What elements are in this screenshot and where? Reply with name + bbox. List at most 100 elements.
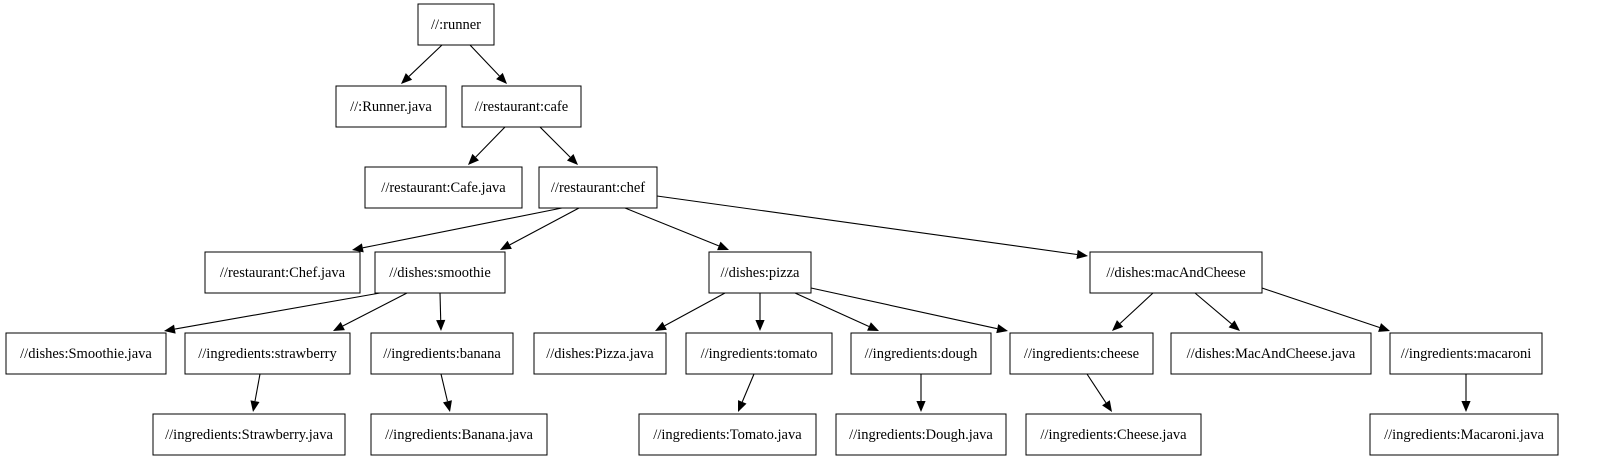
graph-node-cheese_java[interactable]: //ingredients:Cheese.java bbox=[1025, 413, 1202, 456]
node-rect[interactable] bbox=[152, 413, 346, 456]
edge-arrowhead bbox=[755, 320, 765, 331]
graph-node-banana[interactable]: //ingredients:banana bbox=[370, 332, 514, 375]
node-label: //ingredients:strawberry bbox=[198, 346, 337, 362]
edge-pizza-to-dough bbox=[794, 292, 879, 331]
node-label: //ingredients:banana bbox=[383, 346, 501, 362]
edge-arrowhead bbox=[1228, 320, 1240, 331]
node-rect[interactable] bbox=[538, 166, 658, 209]
node-rect[interactable] bbox=[374, 251, 506, 294]
node-rect[interactable] bbox=[685, 332, 833, 375]
node-rect[interactable] bbox=[417, 3, 495, 46]
graph-node-cafe_java[interactable]: //restaurant:Cafe.java bbox=[364, 166, 523, 209]
node-rect[interactable] bbox=[1170, 332, 1372, 375]
edge-macandcheese-to-macandcheese_java bbox=[1194, 292, 1240, 331]
node-rect[interactable] bbox=[708, 251, 812, 294]
node-label: //ingredients:dough bbox=[865, 346, 979, 362]
graph-node-macaroni[interactable]: //ingredients:macaroni bbox=[1389, 332, 1543, 375]
graph-node-dough_java[interactable]: //ingredients:Dough.java bbox=[835, 413, 1007, 456]
node-label: //dishes:macAndCheese bbox=[1106, 265, 1245, 281]
edge-line bbox=[1194, 292, 1232, 325]
edge-arrowhead bbox=[867, 322, 879, 331]
node-rect[interactable] bbox=[370, 332, 514, 375]
graph-node-chef_java[interactable]: //restaurant:Chef.java bbox=[204, 251, 361, 294]
edge-arrowhead bbox=[996, 324, 1008, 334]
graph-node-macandcheese[interactable]: //dishes:macAndCheese bbox=[1089, 251, 1263, 294]
graph-node-macaroni_java[interactable]: //ingredients:Macaroni.java bbox=[1369, 413, 1559, 456]
edge-line bbox=[1261, 287, 1380, 329]
graph-node-strawberry_java[interactable]: //ingredients:Strawberry.java bbox=[152, 413, 346, 456]
node-label: //ingredients:tomato bbox=[701, 346, 818, 362]
edge-line bbox=[539, 126, 571, 158]
graph-node-smoothie_java[interactable]: //dishes:Smoothie.java bbox=[5, 332, 167, 375]
edge-arrowhead bbox=[916, 401, 926, 412]
edge-arrowhead bbox=[1461, 401, 1471, 412]
node-label: //ingredients:Banana.java bbox=[385, 427, 533, 443]
node-rect[interactable] bbox=[1009, 332, 1154, 375]
graph-node-tomato_java[interactable]: //ingredients:Tomato.java bbox=[638, 413, 817, 456]
edge-chef-to-pizza bbox=[624, 207, 729, 251]
graph-node-dough[interactable]: //ingredients:dough bbox=[850, 332, 992, 375]
edges-layer bbox=[164, 44, 1471, 412]
edge-line bbox=[741, 373, 755, 403]
graph-node-cafe[interactable]: //restaurant:cafe bbox=[461, 85, 582, 128]
node-rect[interactable] bbox=[204, 251, 361, 294]
edge-cafe-to-cafe_java bbox=[468, 126, 506, 165]
edge-arrowhead bbox=[496, 72, 507, 84]
edge-line bbox=[439, 292, 442, 321]
node-rect[interactable] bbox=[335, 85, 447, 128]
node-rect[interactable] bbox=[1389, 332, 1543, 375]
node-rect[interactable] bbox=[1369, 413, 1559, 456]
node-rect[interactable] bbox=[364, 166, 523, 209]
edge-line bbox=[469, 44, 500, 77]
node-label: //ingredients:cheese bbox=[1024, 346, 1139, 362]
node-label: //dishes:smoothie bbox=[389, 265, 491, 281]
edge-line bbox=[174, 292, 381, 330]
node-rect[interactable] bbox=[1089, 251, 1263, 294]
edge-line bbox=[794, 292, 870, 327]
graph-node-cheese[interactable]: //ingredients:cheese bbox=[1009, 332, 1154, 375]
edge-smoothie-to-smoothie_java bbox=[164, 292, 381, 334]
node-label: //restaurant:cafe bbox=[475, 99, 568, 115]
graph-node-pizza_java[interactable]: //dishes:Pizza.java bbox=[533, 332, 667, 375]
node-rect[interactable] bbox=[850, 332, 992, 375]
edge-strawberry-to-strawberry_java bbox=[250, 373, 261, 412]
graph-node-chef[interactable]: //restaurant:chef bbox=[538, 166, 658, 209]
graph-node-pizza[interactable]: //dishes:pizza bbox=[708, 251, 812, 294]
edge-arrowhead bbox=[468, 153, 479, 165]
node-rect[interactable] bbox=[5, 332, 167, 375]
edge-cheese-to-cheese_java bbox=[1086, 373, 1112, 412]
node-rect[interactable] bbox=[1025, 413, 1202, 456]
edge-line bbox=[1119, 292, 1154, 324]
graph-node-banana_java[interactable]: //ingredients:Banana.java bbox=[370, 413, 548, 456]
node-rect[interactable] bbox=[638, 413, 817, 456]
edge-dough-to-dough_java bbox=[916, 374, 926, 412]
edge-pizza-to-cheese bbox=[810, 287, 1008, 334]
node-rect[interactable] bbox=[184, 332, 351, 375]
edge-line bbox=[254, 373, 261, 402]
edge-macaroni-to-macaroni_java bbox=[1461, 374, 1471, 412]
graph-node-tomato[interactable]: //ingredients:tomato bbox=[685, 332, 833, 375]
edge-macandcheese-to-macaroni bbox=[1261, 287, 1390, 332]
edge-arrowhead bbox=[1076, 249, 1088, 260]
graph-node-macandcheese_java[interactable]: //dishes:MacAndCheese.java bbox=[1170, 332, 1372, 375]
graph-node-smoothie[interactable]: //dishes:smoothie bbox=[374, 251, 506, 294]
edge-line bbox=[664, 292, 726, 327]
edge-line bbox=[509, 207, 580, 246]
edge-pizza-to-tomato bbox=[755, 293, 765, 331]
edge-line bbox=[408, 44, 443, 77]
edge-line bbox=[810, 287, 998, 330]
node-rect[interactable] bbox=[461, 85, 582, 128]
graph-node-runner[interactable]: //:runner bbox=[417, 3, 495, 46]
edge-arrowhead bbox=[352, 243, 364, 253]
node-rect[interactable] bbox=[835, 413, 1007, 456]
node-rect[interactable] bbox=[370, 413, 548, 456]
graph-node-strawberry[interactable]: //ingredients:strawberry bbox=[184, 332, 351, 375]
node-rect[interactable] bbox=[533, 332, 667, 375]
edge-arrowhead bbox=[1378, 323, 1390, 332]
graph-node-runner_java[interactable]: //:Runner.java bbox=[335, 85, 447, 128]
edge-arrowhead bbox=[717, 241, 729, 251]
edge-pizza-to-pizza_java bbox=[655, 292, 726, 331]
edge-line bbox=[342, 292, 408, 327]
